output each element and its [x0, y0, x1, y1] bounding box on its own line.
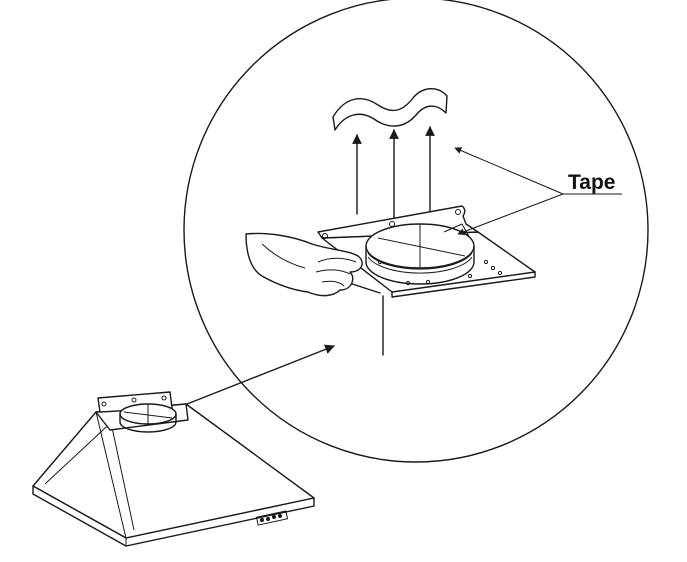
airflow-wave-icon [332, 88, 448, 131]
tape-callout: Tape [454, 147, 622, 236]
control-button-icon [278, 514, 282, 518]
range-hood-overview [32, 391, 315, 547]
control-button-icon [272, 515, 276, 519]
control-buttons [255, 510, 289, 526]
airflow-arrows [352, 126, 435, 225]
control-button-icon [266, 517, 270, 521]
tape-label: Tape [568, 171, 615, 194]
duct-collar-with-tape [365, 223, 475, 285]
control-button-icon [260, 518, 264, 522]
tape-leader-line [457, 193, 564, 236]
detail-magnifier-circle [183, 0, 649, 463]
tape-leader-line [454, 147, 564, 195]
detail-pointer-arrow [181, 344, 335, 407]
hand-illustration [245, 232, 363, 297]
